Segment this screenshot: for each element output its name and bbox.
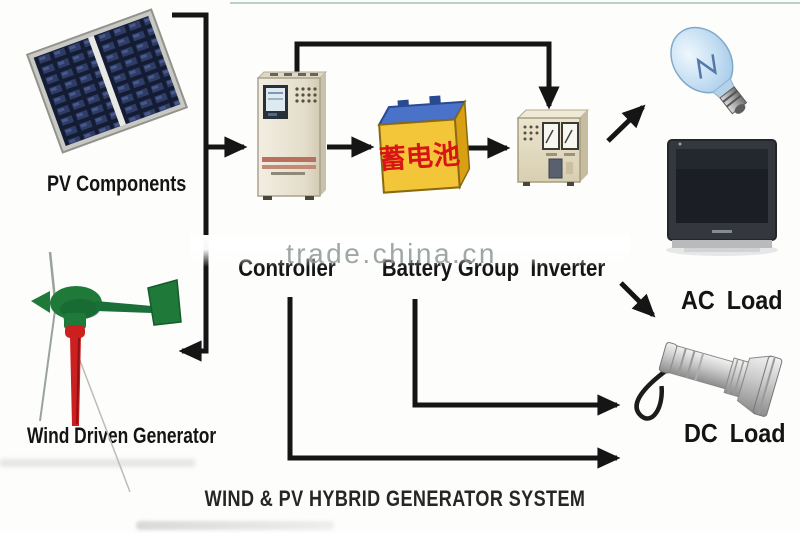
arrow-inverter-to-bulb: [606, 104, 646, 143]
flashlight-strap: [634, 368, 668, 421]
top-rule: [230, 2, 800, 4]
arrow-pv-feed-to-wind: [172, 12, 209, 362]
wind-generator-label: Wind Driven Generator: [27, 423, 217, 448]
diagram-title: WIND & PV HYBRID GENERATOR SYSTEM: [204, 486, 586, 511]
watermark-text: trade.china.cn: [286, 238, 497, 269]
arrow-battery-to-dc-load: [412, 299, 621, 416]
controller-indicators: [295, 87, 317, 103]
inverter-indicators: [523, 125, 539, 141]
fade-overlay: [190, 235, 630, 267]
arrow-inverter-to-ac-load: [619, 281, 656, 318]
dc-load-label: DC Load: [684, 418, 786, 448]
mast-collar: [65, 325, 85, 338]
turbine-tail-fin: [147, 279, 182, 326]
ac-load-label: AC Load: [681, 285, 783, 315]
smudge-artifact: [0, 459, 195, 467]
turbine-nose: [31, 291, 50, 313]
pv-components-label: PV Components: [47, 171, 187, 196]
battery-chinese-text: 蓄电池: [378, 139, 461, 176]
arrow-controller-to-dc-load: [287, 297, 621, 469]
turbine-boom: [96, 301, 152, 313]
bottom-bar-artifact: [136, 521, 334, 530]
arrow-controller-to-inverter-top: [294, 41, 560, 110]
